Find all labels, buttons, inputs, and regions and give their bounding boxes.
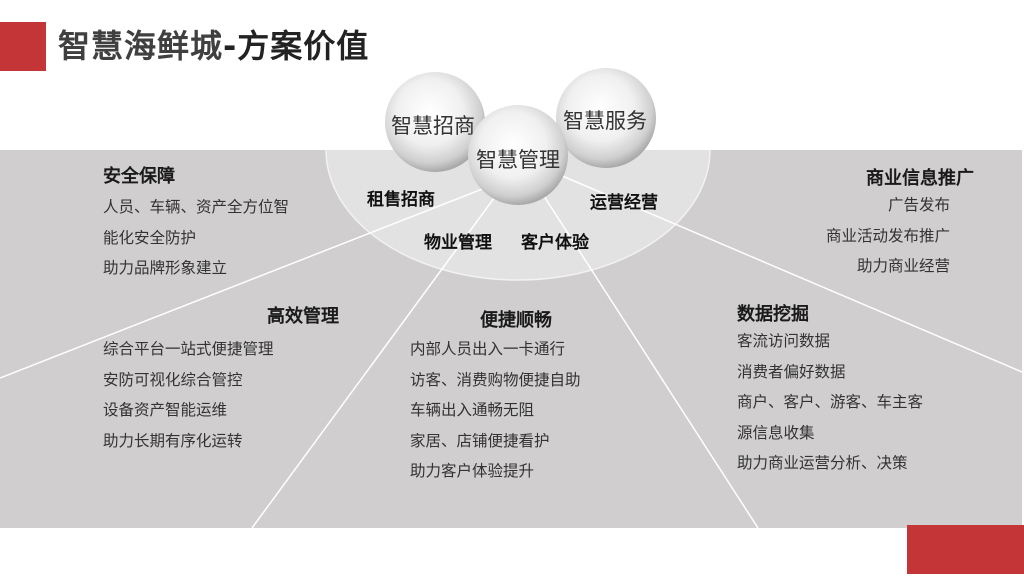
- section-heading-convenient: 便捷顺畅: [480, 310, 552, 331]
- section-security: 安全保障 人员、车辆、资产全方位智 能化安全防护 助力品牌形象建立: [103, 162, 289, 284]
- sphere-label-fuwu: 智慧服务: [563, 109, 647, 133]
- section-line: 设备资产智能运维: [103, 401, 228, 419]
- inner-label-customer: 客户体验: [521, 233, 589, 253]
- page-title-prefix: 智慧海鲜城: [58, 27, 224, 65]
- section-line: 人员、车辆、资产全方位智: [103, 198, 290, 216]
- section-line: 车辆出入通畅无阻: [410, 401, 535, 419]
- section-line: 访客、消费购物便捷自助: [410, 370, 581, 389]
- section-heading: 安全保障: [103, 166, 175, 187]
- section-line: 综合平台一站式便捷管理: [103, 340, 274, 358]
- section-line: 助力长期有序化运转: [103, 431, 243, 450]
- section-line: 助力客户体验提升: [410, 462, 535, 480]
- section-line: 能化安全防护: [103, 228, 197, 247]
- sphere-label-zhaoshang: 智慧招商: [391, 114, 475, 138]
- section-heading: 数据挖掘: [737, 304, 809, 325]
- section-line: 广告发布: [887, 196, 950, 214]
- section-heading-efficient: 高效管理: [267, 306, 339, 327]
- corner-accent-block: [907, 525, 1024, 574]
- page-title-suffix: -方案价值: [223, 27, 370, 65]
- sphere-fuwu: [556, 68, 656, 168]
- section-line: 助力商业经营: [856, 257, 950, 275]
- section-efficient: 综合平台一站式便捷管理 安防可视化综合管控 设备资产智能运维 助力长期有序化运转: [103, 334, 274, 456]
- section-line: 商户、客户、游客、车主客: [737, 393, 924, 411]
- section-line: 内部人员出入一卡通行: [410, 340, 566, 358]
- title-accent-bar: [0, 22, 46, 71]
- section-line: 安防可视化综合管控: [103, 370, 243, 389]
- section-promotion: 广告发布 商业活动发布推广 助力商业经营: [780, 190, 950, 282]
- section-convenient: 内部人员出入一卡通行 访客、消费购物便捷自助 车辆出入通畅无阻 家居、店铺便捷看…: [410, 334, 581, 487]
- section-heading-promotion: 商业信息推广: [866, 168, 974, 189]
- section-line: 助力品牌形象建立: [103, 259, 228, 277]
- inner-label-operations: 运营经营: [590, 193, 658, 213]
- section-line: 消费者偏好数据: [737, 362, 846, 381]
- sphere-label-guanli: 智慧管理: [476, 148, 560, 172]
- sphere-guanli: [468, 105, 568, 205]
- inner-label-property: 物业管理: [424, 233, 492, 253]
- sphere-zhaoshang: [385, 72, 485, 172]
- section-line: 助力商业运营分析、决策: [737, 454, 908, 472]
- section-line: 源信息收集: [737, 423, 815, 442]
- section-line: 客流访问数据: [737, 332, 831, 350]
- section-data-mining: 数据挖掘 客流访问数据 消费者偏好数据 商户、客户、游客、车主客 源信息收集 助…: [737, 300, 923, 479]
- section-line: 商业活动发布推广: [825, 226, 950, 245]
- section-line: 家居、店铺便捷看护: [410, 431, 550, 450]
- inner-label-leasing: 租售招商: [367, 190, 435, 210]
- page-title: 智慧海鲜城-方案价值: [58, 24, 369, 68]
